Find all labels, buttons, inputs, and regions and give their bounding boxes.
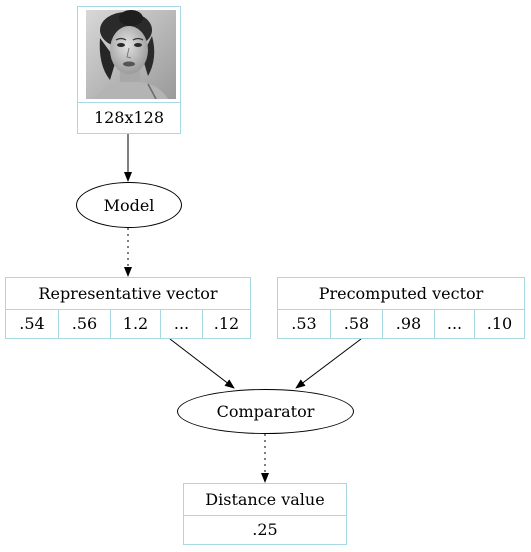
representative-vector-value: ... <box>160 309 202 338</box>
model-node: Model <box>76 182 182 228</box>
image-size-label: 128x128 <box>78 102 180 133</box>
precomputed-vector-table: Precomputed vector .53 .58 .98 ... .10 <box>277 277 525 339</box>
comparator-label: Comparator <box>216 402 315 421</box>
representative-vector-value: .12 <box>202 309 250 338</box>
comparator-node: Comparator <box>177 389 354 434</box>
distance-value-title: Distance value <box>205 489 325 509</box>
portrait-photo-icon <box>86 10 176 99</box>
edge-representative-to-comparator <box>169 338 235 389</box>
precomputed-vector-title: Precomputed vector <box>318 283 484 303</box>
precomputed-vector-value: .10 <box>474 309 524 338</box>
model-label: Model <box>103 195 155 215</box>
edge-precomputed-to-comparator <box>295 338 362 389</box>
precomputed-vector-value: .98 <box>382 309 434 338</box>
input-image-node: 128x128 <box>77 6 181 134</box>
representative-vector-value: .56 <box>58 309 110 338</box>
representative-vector-value: 1.2 <box>110 309 160 338</box>
precomputed-vector-value: ... <box>434 309 474 338</box>
distance-value-table: Distance value .25 <box>183 483 347 545</box>
distance-value: .25 <box>184 515 346 544</box>
precomputed-vector-value: .58 <box>330 309 382 338</box>
representative-vector-title: Representative vector <box>38 283 218 303</box>
representative-vector-table: Representative vector .54 .56 1.2 ... .1… <box>5 277 251 339</box>
precomputed-vector-value: .53 <box>278 309 330 338</box>
representative-vector-value: .54 <box>6 309 58 338</box>
